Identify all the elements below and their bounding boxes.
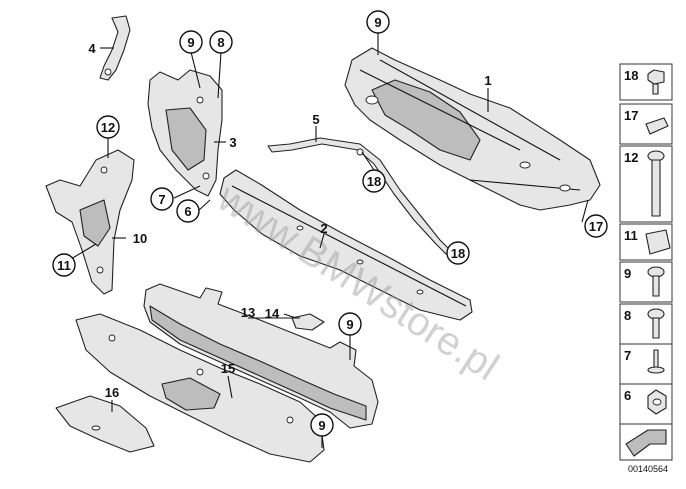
- label-5: 5: [312, 112, 319, 127]
- legend-icon-17-clip: [645, 117, 669, 135]
- svg-text:2: 2: [320, 221, 327, 236]
- callout-8: 8: [209, 30, 233, 54]
- legend-icon-18-hex-bolt: [647, 69, 665, 95]
- label-2: 2: [320, 221, 327, 236]
- label-13: 13: [241, 305, 255, 320]
- svg-text:1: 1: [484, 73, 491, 88]
- label-10: 10: [133, 231, 147, 246]
- svg-text:15: 15: [221, 361, 235, 376]
- callout-9-mid: 9: [338, 312, 362, 336]
- svg-text:9: 9: [318, 418, 325, 433]
- part-15-underbody-panel: [75, 313, 325, 463]
- callout-6: 6: [176, 199, 200, 223]
- legend-icon-12-long-bolt: [647, 150, 665, 217]
- svg-text:9: 9: [187, 35, 194, 50]
- svg-text:9: 9: [346, 317, 353, 332]
- callout-18-lower: 18: [446, 241, 470, 265]
- legend-icon-6-hex-nut: [647, 389, 667, 415]
- legend-icon-8-screw: [647, 308, 665, 339]
- legend-label-9: 9: [624, 266, 631, 281]
- callout-9-bottom: 9: [310, 413, 334, 437]
- part-13-bumper-carrier: [143, 283, 379, 429]
- callout-11: 11: [52, 253, 76, 277]
- part-5-stay-rod: [267, 137, 451, 255]
- svg-text:3: 3: [229, 135, 236, 150]
- svg-text:11: 11: [57, 258, 71, 273]
- svg-text:5: 5: [312, 112, 319, 127]
- svg-text:16: 16: [105, 385, 119, 400]
- legend-label-11: 11: [624, 228, 638, 243]
- svg-text:14: 14: [265, 306, 280, 321]
- svg-text:6: 6: [184, 204, 191, 219]
- label-14: 14: [265, 306, 280, 321]
- part-14-clip: [291, 313, 325, 331]
- legend-label-17: 17: [624, 108, 638, 123]
- svg-text:18: 18: [451, 246, 465, 261]
- callout-7: 7: [150, 187, 174, 211]
- callout-12: 12: [96, 115, 120, 139]
- legend-label-7: 7: [624, 348, 631, 363]
- legend-icon-direction-arrow: [625, 429, 667, 457]
- part-16-shield: [55, 395, 155, 453]
- legend-icon-7-rivet: [647, 349, 665, 374]
- image-code: 00140564: [628, 464, 668, 474]
- label-1: 1: [484, 73, 491, 88]
- legend-column: 18 17 12 11 9 8 7 6: [619, 63, 673, 461]
- legend-label-6: 6: [624, 388, 631, 403]
- callout-17-main: 17: [584, 214, 608, 238]
- legend-icon-9-screw: [647, 266, 665, 297]
- svg-text:13: 13: [241, 305, 255, 320]
- label-4: 4: [88, 41, 96, 56]
- label-16: 16: [105, 385, 119, 400]
- part-3-headlight-bracket: [147, 69, 223, 197]
- part-1-upper-carrier: [344, 47, 601, 211]
- part-4-bracket: [99, 15, 131, 81]
- part-2-lock-carrier: [219, 169, 473, 321]
- legend-label-18: 18: [624, 68, 638, 83]
- svg-text:7: 7: [158, 192, 165, 207]
- svg-text:12: 12: [101, 120, 115, 135]
- label-3: 3: [229, 135, 236, 150]
- svg-text:10: 10: [133, 231, 147, 246]
- callout-9-top: 9: [366, 10, 390, 34]
- callout-18-upper: 18: [362, 169, 386, 193]
- svg-text:17: 17: [589, 219, 603, 234]
- svg-text:4: 4: [88, 41, 96, 56]
- legend-label-8: 8: [624, 308, 631, 323]
- svg-text:18: 18: [367, 174, 381, 189]
- legend-label-12: 12: [624, 150, 638, 165]
- callout-9-left: 9: [179, 30, 203, 54]
- legend-icon-11-nut-clip: [645, 229, 671, 255]
- svg-text:8: 8: [217, 35, 224, 50]
- part-10-side-panel: [45, 149, 135, 295]
- label-15: 15: [221, 361, 235, 376]
- svg-text:9: 9: [374, 15, 381, 30]
